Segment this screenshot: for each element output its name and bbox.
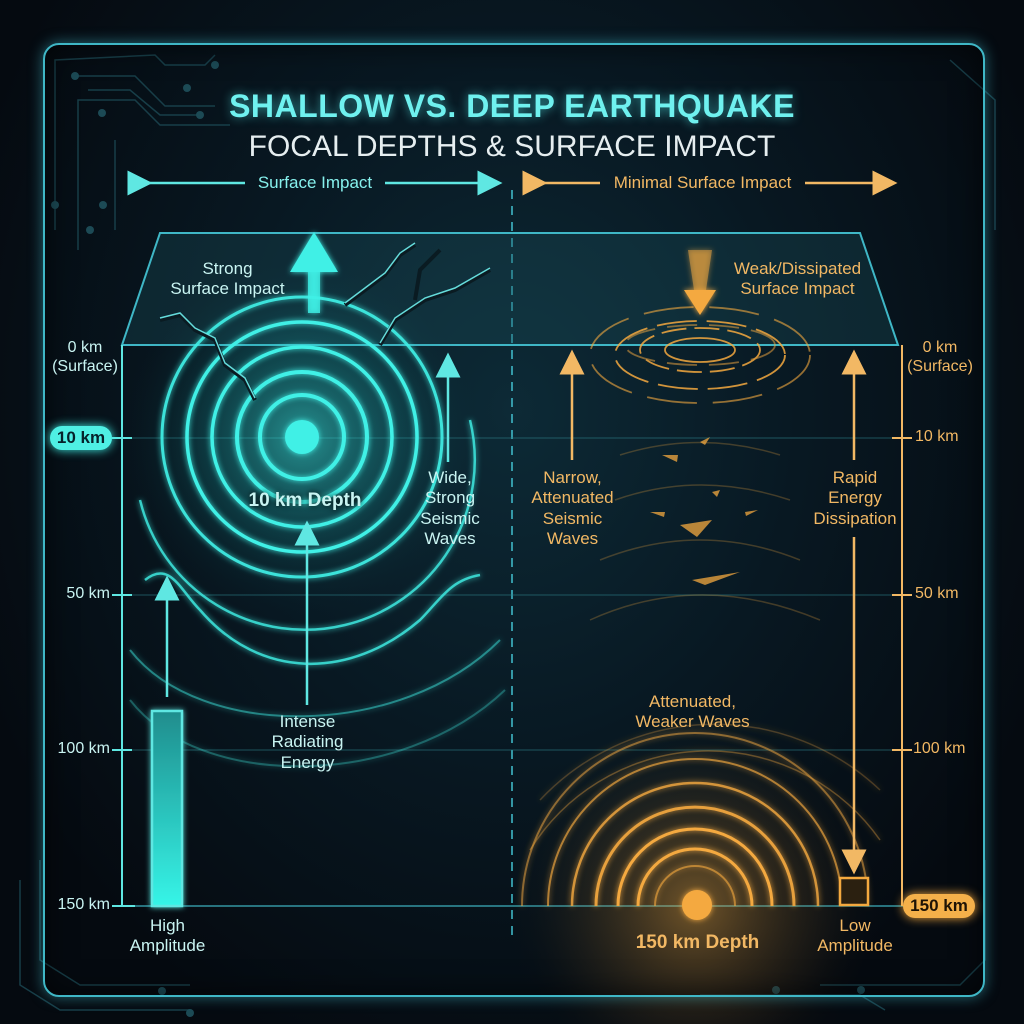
right-axis-tick-10km: 10 km	[915, 428, 959, 445]
high-amplitude-bar	[150, 709, 184, 908]
deep-section-header: Minimal Surface Impact	[613, 173, 792, 192]
left-axis-tick-150km: 150 km	[57, 896, 110, 913]
left-axis-surface-label: 0 km(Surface)	[52, 339, 118, 376]
left-axis-tick-10km: 10 km	[50, 426, 112, 450]
shallow-focus-depth-label: 10 km Depth	[248, 490, 362, 511]
diagram-frame	[43, 43, 985, 997]
title-line-1: SHALLOW VS. DEEP EARTHQUAKE	[229, 88, 795, 124]
right-depth-axis	[892, 345, 912, 906]
deep-focus-point	[682, 890, 712, 920]
low-amplitude-box	[838, 876, 870, 907]
title-line-2: FOCAL DEPTHS & SURFACE IMPACT	[248, 130, 776, 163]
right-axis-tick-150km: 150 km	[903, 894, 975, 918]
deep-surface-ripples	[589, 306, 811, 404]
left-axis-tick-100km: 100 km	[57, 740, 110, 757]
right-axis-tick-50km: 50 km	[915, 585, 959, 602]
deep-seismic-rings	[521, 723, 881, 907]
fracture-shards	[650, 437, 758, 585]
deep-focus-depth-label: 150 km Depth	[635, 932, 760, 953]
strong-impact-up-arrow	[290, 232, 338, 313]
right-axis-surface-label: 0 km(Surface)	[907, 339, 973, 376]
deep-faint-wave-arcs	[589, 441, 821, 621]
right-axis-tick-100km: 100 km	[913, 740, 966, 757]
left-depth-axis	[112, 345, 135, 907]
weak-impact-down-arrow	[684, 250, 716, 315]
weaker-waves-label: Attenuated,Weaker Waves	[635, 692, 750, 732]
left-axis-tick-50km: 50 km	[66, 585, 110, 602]
shallow-focus-point	[285, 420, 319, 454]
shallow-section-header: Surface Impact	[257, 173, 373, 192]
